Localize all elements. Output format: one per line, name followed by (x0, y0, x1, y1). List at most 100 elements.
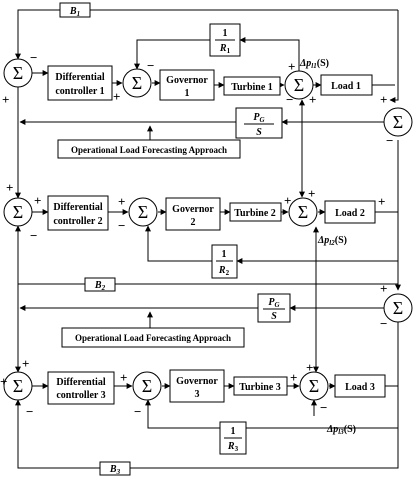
svg-text:controller 2: controller 2 (53, 216, 102, 227)
svg-text:Σ: Σ (13, 376, 23, 396)
junction-signs: − + − + + − + + − + + − + − + + + − + + … (0, 50, 393, 419)
svg-text:R1: R1 (219, 43, 231, 55)
svg-text:−: − (118, 218, 125, 233)
svg-text:Turbine 1: Turbine 1 (231, 82, 273, 93)
svg-text:Governor: Governor (166, 75, 208, 86)
sum-load-3: Σ (299, 371, 329, 401)
sum-right-1: Σ (383, 107, 413, 137)
svg-text:−: − (134, 404, 141, 419)
svg-text:−: − (320, 400, 327, 415)
svg-text:−: − (386, 133, 393, 148)
bias-1-block: B1 (59, 2, 91, 18)
svg-text:−: − (30, 228, 37, 243)
svg-text:Σ: Σ (294, 75, 304, 95)
wire-b1-feedback (15, 9, 398, 60)
svg-text:B1: B1 (69, 6, 80, 18)
svg-text:Operational Load Forecasting A: Operational Load Forecasting Approach (71, 145, 227, 155)
svg-text:Governor: Governor (176, 376, 218, 387)
svg-text:+: + (290, 370, 297, 385)
svg-text:+: + (34, 193, 41, 208)
svg-text:Load 3: Load 3 (345, 382, 375, 393)
svg-text:PG: PG (268, 297, 279, 309)
wire-loop1-right (389, 10, 399, 103)
droop-3-block: 1 R3 (219, 421, 247, 455)
delta-load-2-label: Δpl2(S) (317, 235, 347, 247)
svg-text:+: + (118, 194, 125, 209)
load-1-block: Load 1 (320, 74, 373, 96)
svg-text:Operational Load Forecasting A: Operational Load Forecasting Approach (75, 333, 231, 343)
area-3-blocks: Differential controller 3 Governor 3 Tur… (47, 369, 386, 476)
svg-text:Σ: Σ (309, 376, 319, 396)
svg-text:Differential: Differential (53, 202, 102, 213)
controller-2-block: Differential controller 2 (47, 195, 109, 231)
governor-1-block: Governor 1 (159, 69, 215, 101)
svg-text:+: + (0, 374, 7, 389)
svg-text:Differential: Differential (55, 72, 104, 83)
svg-text:controller 1: controller 1 (55, 86, 104, 97)
load-2-block: Load 2 (324, 200, 376, 224)
svg-text:controller 3: controller 3 (56, 390, 105, 401)
svg-text:+: + (380, 281, 387, 296)
svg-text:+: + (113, 89, 120, 104)
svg-text:3: 3 (195, 389, 200, 400)
svg-text:−: − (26, 404, 33, 419)
svg-text:−: − (147, 58, 154, 73)
turbine-3-block: Turbine 3 (233, 376, 288, 396)
sum-load-2: Σ (288, 197, 318, 227)
wire-droop1-in (239, 37, 300, 85)
svg-text:1: 1 (222, 249, 227, 260)
svg-text:S: S (271, 311, 277, 322)
bias-2-block: B2 (84, 277, 116, 292)
svg-text:+: + (308, 186, 315, 201)
svg-text:+: + (309, 92, 316, 107)
svg-text:Turbine 3: Turbine 3 (239, 382, 281, 393)
sum-left-2: Σ (3, 197, 33, 227)
sum-governor-1: Σ (122, 68, 152, 98)
svg-text:−: − (286, 92, 293, 107)
governor-2-block: Governor 2 (165, 197, 221, 231)
svg-text:Governor: Governor (172, 204, 214, 215)
sum-junctions: Σ Σ Σ Σ Σ Σ Σ Σ (3, 58, 413, 401)
sum-right-2: Σ (383, 293, 413, 323)
turbine-2-block: Turbine 2 (229, 202, 282, 222)
svg-text:Σ: Σ (132, 73, 142, 93)
wire-droop2-out (145, 225, 212, 262)
load-3-block: Load 3 (334, 374, 386, 398)
droop-1-block: 1 R1 (209, 23, 241, 57)
svg-text:PG: PG (253, 112, 264, 124)
svg-text:Σ: Σ (13, 63, 23, 83)
svg-text:Σ: Σ (393, 112, 403, 132)
svg-text:Σ: Σ (142, 376, 152, 396)
sum-left-3: Σ (3, 371, 33, 401)
forecast-2-block: Operational Load Forecasting Approach (61, 327, 245, 348)
svg-text:Differential: Differential (56, 377, 105, 388)
svg-text:1: 1 (231, 426, 236, 437)
bias-3-block: B3 (99, 461, 131, 476)
controller-1-block: Differential controller 1 (47, 65, 113, 101)
svg-text:1: 1 (223, 28, 228, 39)
svg-text:Σ: Σ (138, 202, 148, 222)
sum-left-1: Σ (3, 58, 33, 88)
sum-governor-2: Σ (128, 197, 158, 227)
svg-text:2: 2 (191, 217, 196, 228)
svg-text:Load 1: Load 1 (331, 81, 361, 92)
tieline-1-block: PG S (235, 107, 283, 139)
svg-text:+: + (2, 92, 9, 107)
svg-text:+: + (306, 360, 313, 375)
svg-text:R2: R2 (218, 265, 230, 277)
svg-text:+: + (120, 370, 127, 385)
signal-wires (15, 9, 401, 469)
svg-text:−: − (30, 50, 37, 65)
svg-text:−: − (380, 316, 387, 331)
svg-text:Turbine 2: Turbine 2 (234, 208, 276, 219)
svg-text:S: S (256, 127, 262, 138)
svg-text:R3: R3 (227, 441, 239, 453)
droop-2-block: 1 R2 (211, 244, 238, 279)
tieline-2-block: PG S (257, 293, 291, 323)
sum-load-1: Σ (284, 70, 314, 100)
svg-text:+: + (22, 356, 29, 371)
governor-3-block: Governor 3 (169, 369, 225, 403)
area-1-blocks: Differential controller 1 Governor 1 Tur… (47, 2, 373, 159)
svg-text:B2: B2 (94, 280, 106, 292)
